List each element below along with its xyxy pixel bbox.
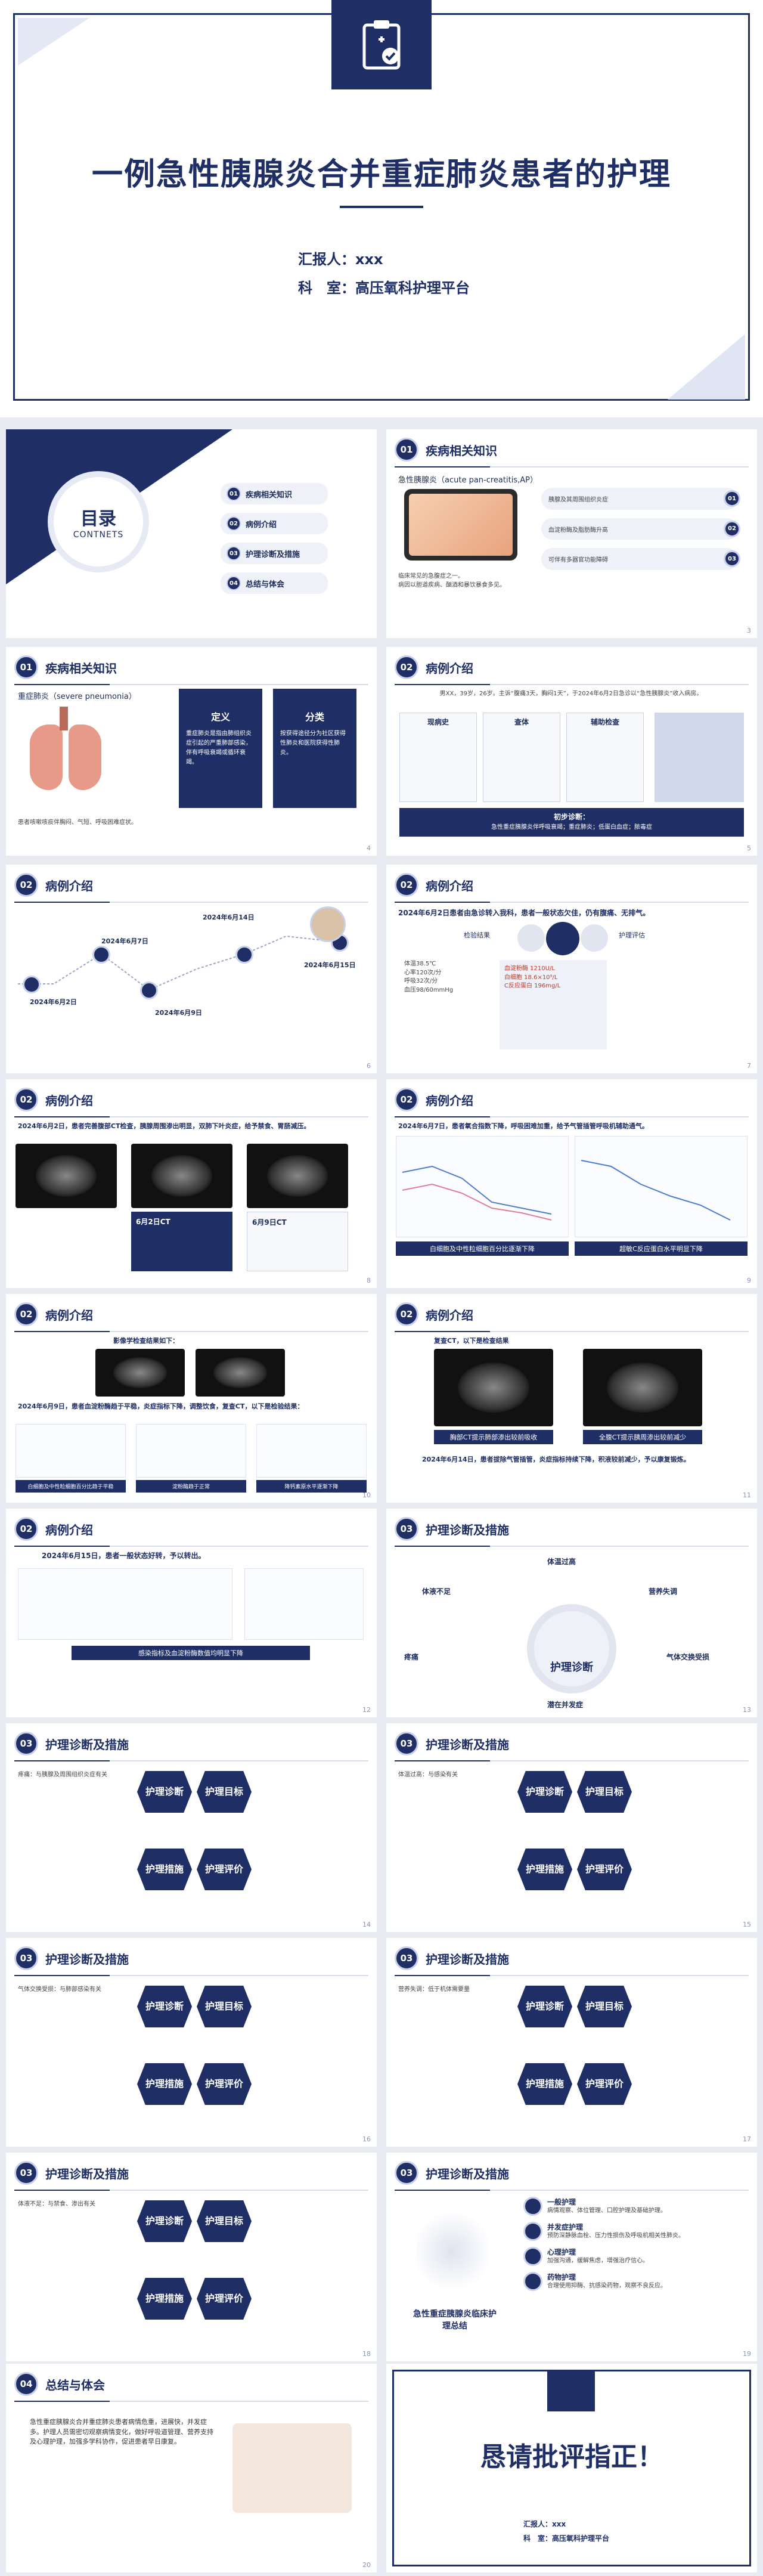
closing-title: 恳请批评指正！ (480, 2442, 663, 2472)
summary-list: 一般护理病情观察、体位管理、口腔护理及基础护理。 并发症护理预防深静脉血栓、压力… (523, 2197, 750, 2291)
trend-chart (575, 1136, 748, 1237)
notes: 临床常见的急腹症之一。 病因以胆道疾病、酗酒和暴饮暴食多见。 (398, 573, 505, 589)
decor-triangle (668, 334, 745, 400)
monitor-icon (546, 922, 579, 955)
avatar (310, 906, 346, 942)
ct-note: 6月9日CT (247, 1212, 348, 1271)
caption: 患者咳嗽咳痰伴胸闷、气短、呼吸困难症状。 (18, 819, 137, 826)
cover-reporter: 汇报人：xxx (298, 251, 383, 268)
timeline-node (235, 946, 253, 964)
case-intro: 男XX，39岁，26岁。主诉“腹痛3天，胸闷1天”，于2024年6月2日急诊以“… (439, 691, 703, 697)
clipboard-icon (547, 2370, 595, 2411)
trend-chart (136, 1424, 246, 1478)
exam-box: 查体 (483, 713, 560, 802)
slide-title: 疾病相关知识 (426, 443, 497, 458)
trend-chart (15, 1424, 126, 1478)
toc-title: 目录 (80, 509, 116, 530)
chart-caption: 超敏C反应蛋白水平明显下降 (575, 1241, 748, 1256)
cover-slide: 一例急性胰腺炎合并重症肺炎患者的护理 汇报人：xxx 科 室：高压氧科护理平台 (0, 0, 763, 417)
timeline-node (23, 976, 41, 993)
ct-image (247, 1144, 348, 1208)
trend-chart (256, 1424, 367, 1478)
cover-divider (340, 206, 423, 208)
section-number: 01 (395, 438, 418, 462)
ct-image (15, 1144, 117, 1208)
ct-note: 6月2日CT (131, 1212, 232, 1271)
timeline-node (140, 982, 158, 999)
nursing-center: 护理诊断 (527, 1604, 616, 1693)
toc-circle: 目录 CONTNETS (48, 471, 149, 572)
trend-chart (396, 1136, 569, 1237)
summary-text: 急性重症胰腺炎合并重症肺炎患者病情危重，进展快，并发症多。护理人员需密切观察病情… (30, 2418, 213, 2445)
aux-box: 辅助检查 (566, 713, 644, 802)
ct-image (95, 1349, 185, 1397)
case-lead: 2024年6月7日，患者氧合指数下降，呼吸困难加重，给予气管插管呼吸机辅助通气。 (398, 1122, 649, 1130)
classification-card: 分类 按获得途径分为社区获得性肺炎和医院获得性肺炎。 (273, 689, 356, 808)
diagnosis-bar: 初步诊断： 急性重症胰腺炎伴呼吸衰竭；重症肺炎；低蛋白血症；脓毒症 (399, 808, 744, 837)
summary-illustration (232, 2423, 352, 2513)
ct-image (131, 1144, 232, 1208)
term: 急性胰腺炎（acute pan-creatitis,AP） (398, 476, 538, 485)
pancreas-image (404, 489, 517, 561)
lab-table (18, 1568, 232, 1640)
cover-title: 一例急性胰腺炎合并重症肺炎患者的护理 (91, 157, 671, 193)
location-icon (517, 924, 545, 952)
ct-image (196, 1349, 285, 1397)
closing-slide: 恳请批评指正！ 汇报人：xxx 科 室：高压氧科护理平台 (386, 2364, 757, 2572)
cover-dept: 科 室：高压氧科护理平台 (298, 280, 470, 296)
chart-caption: 白细胞及中性粒细胞百分比逐渐下降 (396, 1241, 569, 1256)
case-lead: 2024年6月2日，患者完善腹部CT检查，胰腺周围渗出明显，双肺下叶炎症，给予禁… (18, 1122, 311, 1130)
medical-illustration (416, 2206, 488, 2296)
history-box: 现病史 (399, 713, 477, 802)
trend-chart (244, 1568, 364, 1640)
toc-subtitle: CONTNETS (73, 530, 124, 540)
timeline-node (92, 946, 110, 964)
case-lead: 2024年6月2日患者由急诊转入我科，患者一般状态欠佳，仍有腹痛、无排气。 (398, 909, 650, 917)
edit-icon (581, 924, 608, 952)
lungs-illustration (24, 707, 107, 802)
ct-image (434, 1349, 553, 1426)
ct-image (583, 1349, 702, 1426)
clipboard-icon (331, 0, 432, 89)
slide-knowledge-1: 01 疾病相关知识 急性胰腺炎（acute pan-creatitis,AP） 胰… (386, 429, 757, 638)
definition-card: 定义 重症肺炎是指由肺组织炎症引起的严重肺部感染，伴有呼吸衰竭或循环衰竭。 (179, 689, 262, 808)
decor-triangle (18, 18, 89, 66)
patient-photo (655, 713, 744, 802)
term: 重症肺炎（severe pneumonia） (18, 692, 137, 701)
